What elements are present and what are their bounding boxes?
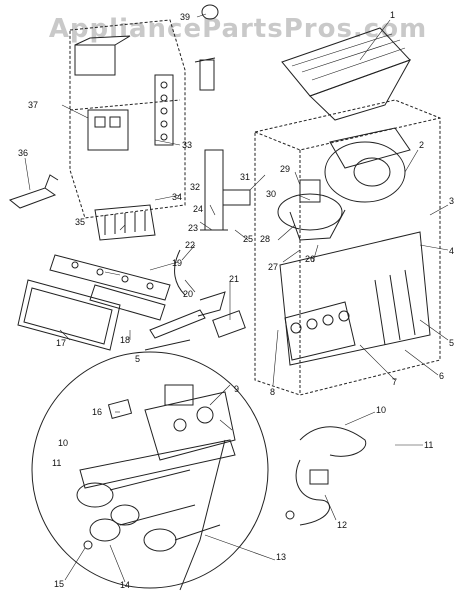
gasket-strip-upper [49,254,171,301]
control-board [154,74,174,146]
label-14: 14 [120,580,130,590]
gas-valve [144,384,236,461]
label-24: 24 [193,204,203,214]
label-8: 8 [270,387,275,397]
callout-labels: 1 2 3 4 5 5 6 7 8 9 10 10 11 11 12 13 14… [18,10,454,590]
label-10-a: 10 [376,405,386,415]
blower-assembly [324,127,411,203]
label-11-a: 11 [424,440,433,450]
door-switch [8,174,59,209]
vent-pipe [200,149,251,231]
label-37: 37 [28,100,38,110]
air-filter [281,27,412,121]
label-2: 2 [419,140,424,150]
flame-sensor [144,339,191,351]
label-9: 9 [234,384,239,394]
label-11-b: 11 [52,458,61,468]
pressure-tube [174,249,186,296]
orifice [83,540,93,550]
detail-circle [31,351,269,589]
label-13: 13 [276,552,286,562]
label-31: 31 [240,172,250,182]
transformer [74,35,131,76]
label-3: 3 [449,196,454,206]
igniter-shield [212,310,246,338]
control-panel [69,19,186,219]
label-20: 20 [183,289,193,299]
wire-harness [285,426,367,526]
label-36: 36 [18,148,28,158]
terminal-block [94,204,156,241]
access-panel [17,279,121,351]
label-12: 12 [337,520,347,530]
rollout-switch [107,399,133,419]
label-28: 28 [260,234,270,244]
heat-exchanger [279,231,431,366]
label-19: 19 [172,258,182,268]
label-22: 22 [185,240,195,250]
label-4: 4 [449,246,454,256]
burners [76,469,221,552]
label-35: 35 [75,217,85,227]
label-7: 7 [392,377,397,387]
label-17: 17 [56,338,66,348]
label-33: 33 [182,140,192,150]
label-18: 18 [120,335,130,345]
label-6: 6 [439,371,444,381]
label-29: 29 [280,164,290,174]
leader-lines [24,13,449,583]
burner-manifold [79,439,236,591]
label-32: 32 [190,182,200,192]
label-16: 16 [92,407,102,417]
label-5-a: 5 [449,338,454,348]
label-30: 30 [266,189,276,199]
label-15: 15 [54,579,64,589]
label-34: 34 [172,192,182,202]
inducer-motor [277,179,346,241]
gasket-strip-lower [89,284,166,321]
furnace-cabinet [254,99,441,396]
pressure-switch [201,4,219,20]
label-23: 23 [188,223,198,233]
igniter [149,291,226,339]
label-1: 1 [390,10,395,20]
label-25: 25 [243,234,253,244]
label-5-b: 5 [135,354,140,364]
label-21: 21 [229,274,239,284]
label-27: 27 [268,262,278,272]
watermark: AppliancePartsPros.com [48,14,428,44]
limit-switch [194,57,216,91]
label-26: 26 [305,254,315,264]
label-39: 39 [180,12,190,22]
label-10-b: 10 [58,438,68,448]
relay [87,109,129,151]
